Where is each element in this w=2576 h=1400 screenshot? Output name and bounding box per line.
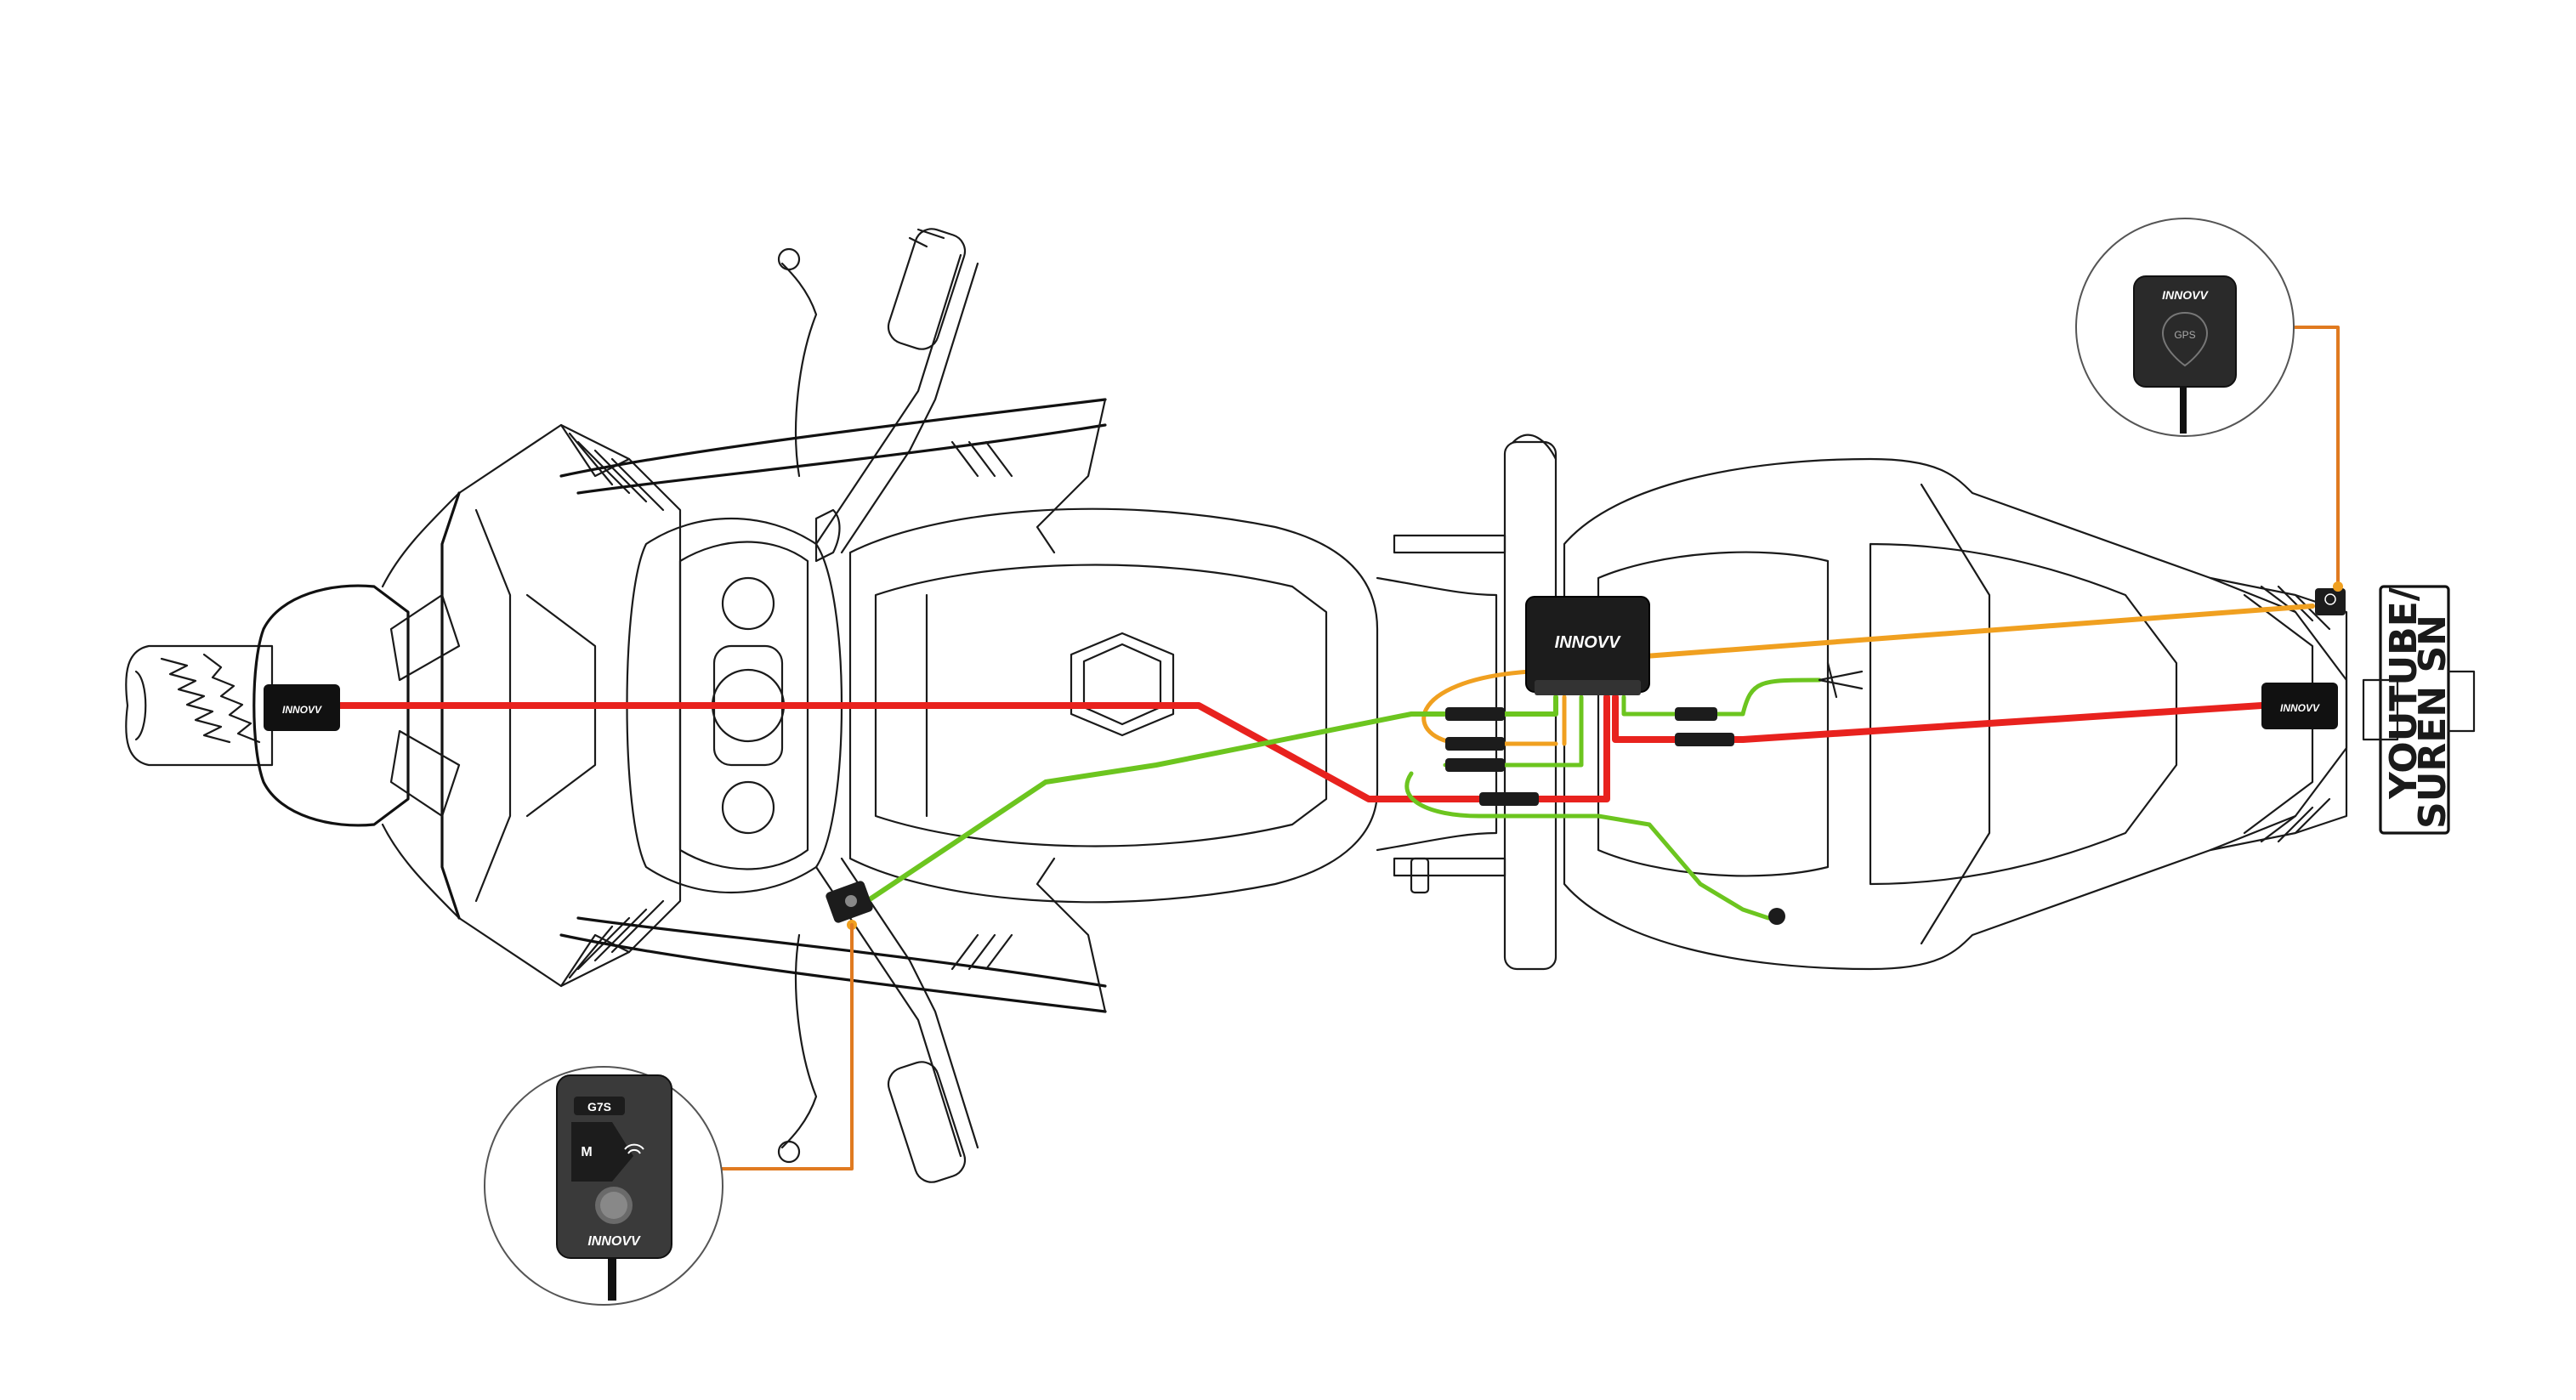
main-unit-label: INNOVV	[1555, 633, 1621, 652]
gps-wire	[1643, 604, 2315, 659]
gps-module-mount	[2315, 588, 2346, 615]
wire-connectors	[1445, 661, 1864, 925]
signal-wire-loop	[1404, 771, 1771, 921]
license-plate: YOUTUBE/ SUREN SN	[2362, 585, 2476, 835]
front-camera-label: INNOVV	[282, 704, 322, 716]
handlebar-bottom	[777, 857, 979, 1183]
signal-wire-remote	[865, 694, 1558, 904]
handlebar-top	[777, 228, 979, 563]
remote-callout: G7S M INNOVV	[484, 923, 854, 1306]
seat-and-tail	[1563, 457, 2348, 971]
power-wire-front	[337, 694, 1610, 802]
rear-camera: INNOVV	[2261, 683, 2338, 729]
fairing-wings	[559, 398, 1107, 1013]
mid-frame	[1376, 434, 1558, 971]
rear-camera-label: INNOVV	[2280, 702, 2320, 714]
gps-brand-label: INNOVV	[2162, 288, 2209, 302]
gps-label: GPS	[2174, 329, 2195, 341]
front-camera: INNOVV	[264, 684, 340, 731]
remote-icon-label: M	[581, 1145, 592, 1159]
plate-line-2: SUREN SN	[2411, 615, 2454, 829]
plate-line-1: YOUTUBE/	[2382, 587, 2426, 800]
remote-mount	[826, 881, 873, 930]
remote-top-label: G7S	[587, 1100, 611, 1114]
wifi-icon	[624, 1143, 644, 1154]
signal-wire-power-tap	[1621, 677, 1822, 717]
remote-brand-label: INNOVV	[587, 1234, 641, 1249]
main-unit: INNOVV	[1525, 596, 1650, 695]
gps-callout: INNOVV GPS	[2075, 218, 2343, 592]
front-tire	[125, 644, 274, 767]
